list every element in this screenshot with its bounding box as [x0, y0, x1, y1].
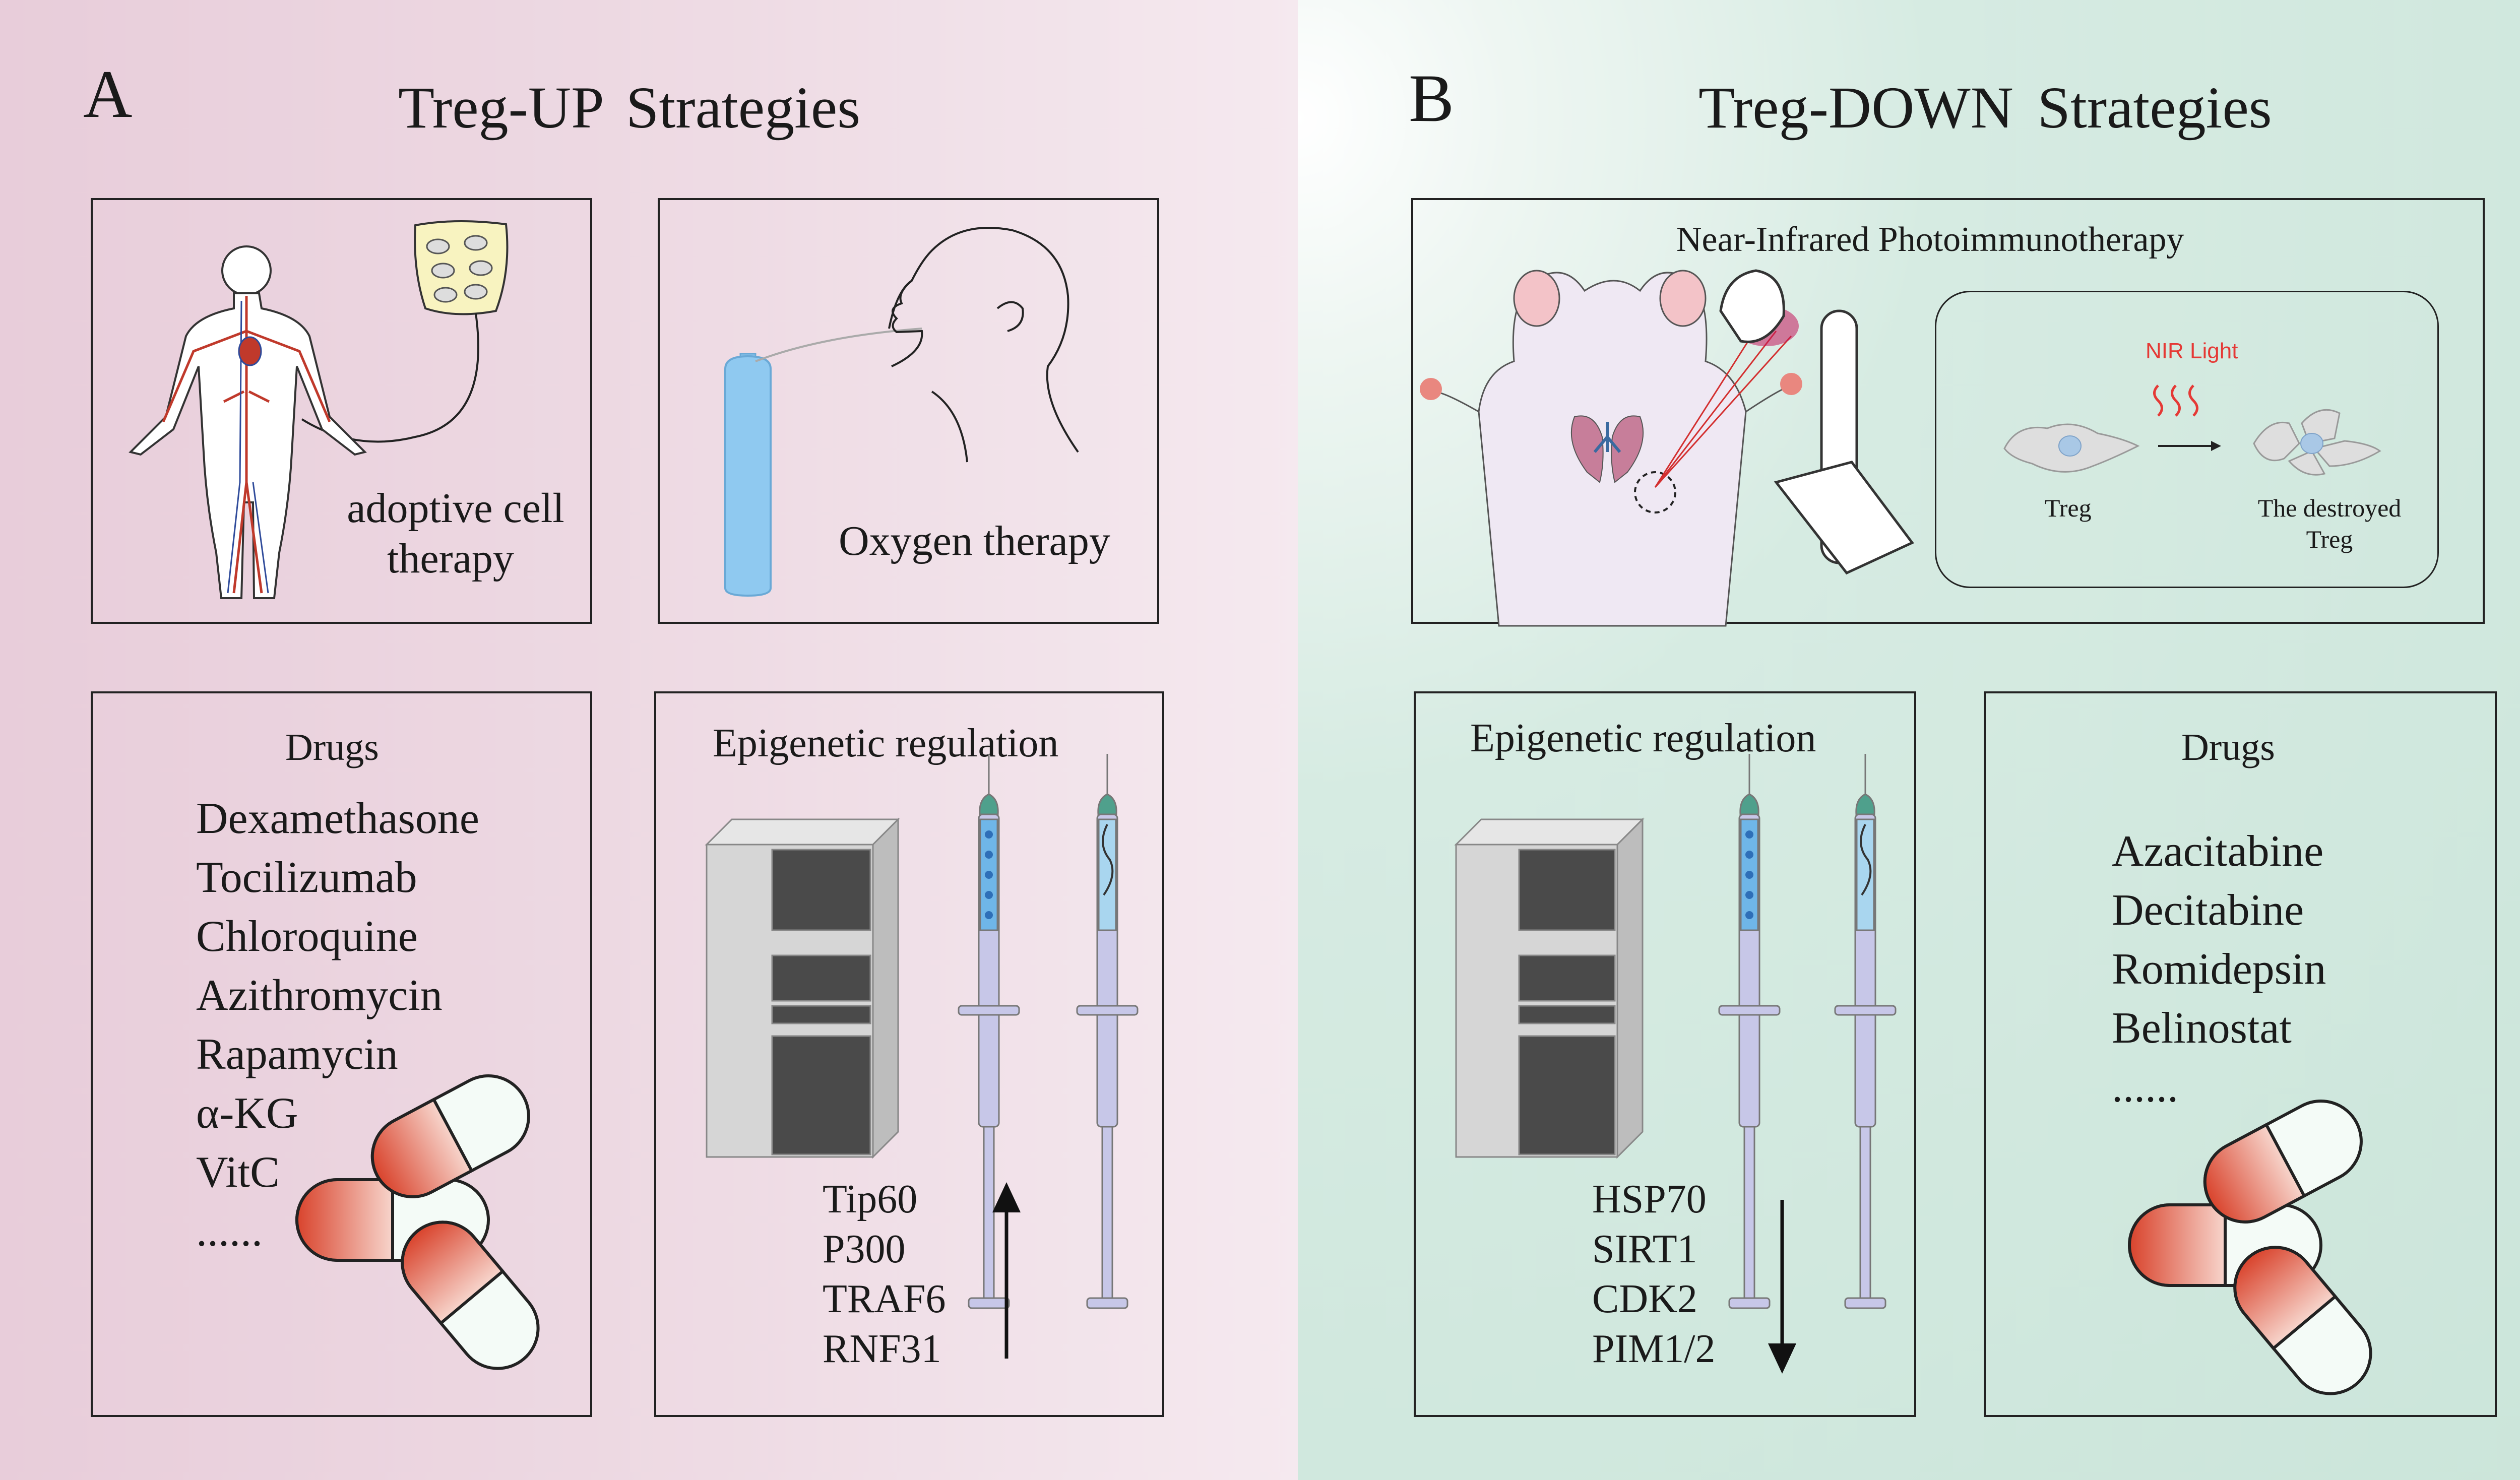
target-item: RNF31	[823, 1327, 941, 1371]
drugs-box-a: Drugs Dexamethasone Tocilizumab Chloroqu…	[91, 691, 592, 1417]
drug-item: Chloroquine	[196, 912, 418, 961]
drug-item: Decitabine	[2112, 886, 2304, 935]
destroyed-treg-icon	[2253, 409, 2381, 476]
epigenetic-heading-b: Epigenetic regulation	[1470, 716, 1816, 760]
target-item: P300	[823, 1227, 906, 1271]
target-item: HSP70	[1592, 1177, 1707, 1221]
up-arrow-icon	[992, 1182, 1021, 1359]
drug-item: Tocilizumab	[196, 853, 417, 902]
drug-item: VitC	[196, 1148, 280, 1197]
panel-b-letter: B	[1409, 61, 1455, 136]
target-item: PIM1/2	[1592, 1327, 1716, 1371]
target-item: TRAF6	[823, 1277, 946, 1321]
drug-item: Belinostat	[2112, 1004, 2292, 1053]
sequencer-machine-icon	[705, 817, 900, 1159]
drug-item: ......	[196, 1207, 263, 1256]
drug-item: α-KG	[196, 1089, 298, 1138]
epigenetic-box-b: Epigenetic regulation	[1414, 691, 1916, 1417]
drug-item: ......	[2112, 1063, 2178, 1112]
drugs-heading-a: Drugs	[285, 726, 379, 768]
panel-b-title: Treg-DOWN Strategies	[1698, 75, 2272, 141]
pill-capsules-icon-b	[2128, 1100, 2372, 1395]
epigenetic-box-a: Epigenetic regulation	[654, 691, 1164, 1417]
oxygen-tank-icon	[724, 328, 922, 597]
treg-cell-icon	[2003, 423, 2140, 473]
syringe-icon-2	[1076, 754, 1139, 1309]
nir-light-label: NIR Light	[2146, 339, 2238, 363]
drug-item: Azithromycin	[196, 971, 443, 1020]
epigenetic-heading-a: Epigenetic regulation	[713, 721, 1059, 765]
adoptive-label-line1: adoptive cell	[347, 485, 564, 532]
drugs-heading-b: Drugs	[2181, 726, 2275, 768]
mouse-icon	[1420, 270, 1802, 627]
destroyed-treg-label-line1: The destroyed	[2257, 494, 2402, 522]
panel-a-title: Treg-UP Strategies	[398, 75, 861, 141]
target-item: SIRT1	[1592, 1227, 1697, 1271]
panel-a-letter: A	[83, 57, 133, 132]
adoptive-therapy-box: adoptive cell therapy	[91, 198, 592, 624]
head-profile-icon	[888, 227, 1079, 463]
drugs-box-b: Drugs Azacitabine Decitabine Romidepsin …	[1984, 691, 2497, 1417]
nir-cell-inset: NIR Light Treg The destroy	[1935, 291, 2439, 588]
nir-waves-icon	[2153, 384, 2198, 417]
syringe-icon-1	[958, 754, 1020, 1309]
oxygen-label: Oxygen therapy	[839, 518, 1110, 564]
drug-item: Azacitabine	[2112, 827, 2324, 876]
syringe-icon-3	[1718, 754, 1781, 1309]
syringe-icon-4	[1834, 754, 1897, 1309]
drug-item: Romidepsin	[2112, 945, 2326, 994]
treg-label: Treg	[2045, 494, 2092, 522]
drug-item: Rapamycin	[196, 1030, 398, 1079]
down-arrow-icon	[1768, 1200, 1796, 1374]
nir-heading: Near-Infrared Photoimmunotherapy	[1676, 220, 2184, 259]
adoptive-label-line2: therapy	[387, 535, 514, 582]
drug-item: Dexamethasone	[196, 794, 479, 843]
pill-capsules-icon	[295, 1074, 540, 1370]
drug-list-a: Dexamethasone Tocilizumab Chloroquine Az…	[196, 789, 479, 1261]
target-item: Tip60	[823, 1177, 918, 1221]
nir-lamp-icon	[1719, 269, 1914, 575]
nir-photoimmunotherapy-box: Near-Infrared Photoimmunotherapy	[1411, 198, 2485, 627]
right-arrow-icon	[2158, 441, 2221, 451]
epigenetic-targets-a: Tip60 P300 TRAF6 RNF31	[823, 1175, 946, 1374]
human-body-icon	[129, 220, 509, 599]
target-item: CDK2	[1592, 1277, 1697, 1321]
destroyed-treg-label-line2: Treg	[2306, 525, 2353, 553]
sequencer-machine-icon-b	[1454, 817, 1645, 1159]
panel-a-background	[0, 0, 1298, 1480]
epigenetic-targets-b: HSP70 SIRT1 CDK2 PIM1/2	[1592, 1175, 1716, 1374]
drug-list-b: Azacitabine Decitabine Romidepsin Belino…	[2112, 822, 2326, 1117]
oxygen-therapy-box: Oxygen therapy	[658, 198, 1159, 624]
